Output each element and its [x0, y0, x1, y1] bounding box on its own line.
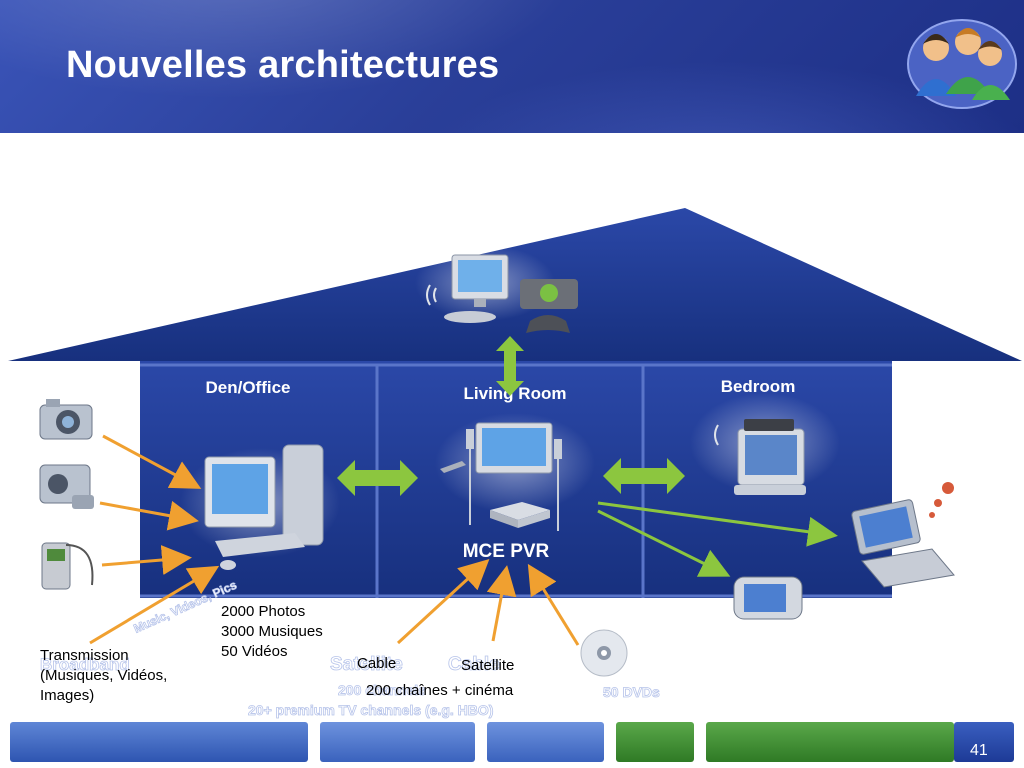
desktop-computer-icon — [180, 444, 340, 570]
room-label-living: Living Room — [464, 384, 567, 403]
annotation-photos: 2000 Photos — [221, 603, 306, 620]
camera-icon — [39, 399, 93, 440]
game-console-icon — [520, 279, 578, 333]
footer-segment-4 — [616, 722, 694, 762]
room-label-den: Den/Office — [205, 378, 290, 397]
media-to-pc-arrows — [89, 434, 220, 645]
laptop-icon — [851, 482, 955, 588]
footer-segment-5 — [706, 722, 954, 762]
footer-segment-2 — [320, 722, 475, 762]
bedroom-tv-icon — [690, 393, 840, 495]
users-group-icon — [907, 19, 1017, 109]
ghost-label-premium: 20+ premium TV channels (e.g. HBO) — [248, 702, 493, 718]
media-pvr-icon — [490, 502, 550, 528]
mce-pvr-label: MCE PVR — [463, 541, 550, 562]
inputs-to-pvr-arrows — [396, 558, 580, 646]
annotation-transmission: Transmission — [40, 647, 129, 664]
mp3-player-icon — [41, 542, 94, 590]
footer-page-box — [954, 722, 1014, 762]
annotation-transmission-types: (Musiques, Vidéos, — [40, 667, 168, 684]
page-number: 41 — [970, 742, 988, 759]
annotation-chaines: 200 chaînes + cinéma — [366, 682, 514, 699]
footer-segment-1 — [10, 722, 308, 762]
dvd-icon — [580, 629, 628, 677]
home-network-diagram: Kid’s Room Den/Office Living Room Bedroo… — [8, 208, 1022, 718]
annotation-cable: Cable — [357, 655, 397, 672]
slide-title: Nouvelles architectures — [66, 44, 500, 86]
ghost-label-broadband: Broadband — [40, 655, 130, 674]
tv-icon — [435, 413, 595, 531]
arrow-kids-living — [496, 336, 524, 396]
annotation-satellite: Satellite — [461, 657, 515, 674]
green-arrows-to-devices — [597, 501, 838, 577]
room-label-bedroom: Bedroom — [721, 377, 796, 396]
arrow-den-living — [337, 460, 418, 496]
ghost-label-satellite: Satellite — [330, 654, 403, 675]
ghost-label-channels: 200 channels — [338, 682, 426, 698]
ghost-label-dvds: 50 DVDs — [603, 684, 660, 700]
camcorder-icon — [39, 464, 94, 509]
arrow-living-bedroom — [603, 458, 685, 494]
annotation-videos: 50 Vidéos — [221, 643, 288, 660]
slide-footer — [0, 722, 1024, 768]
footer-segment-3 — [487, 722, 604, 762]
room-label-kids: Kid’s Room — [466, 224, 554, 241]
annotation-transmission-images: Images) — [40, 687, 95, 704]
slide-header: Nouvelles architectures — [0, 0, 1024, 133]
ghost-label-cable: Cable — [448, 654, 500, 675]
annotation-musiques: 3000 Musiques — [221, 623, 323, 640]
portable-media-icon — [733, 576, 803, 620]
